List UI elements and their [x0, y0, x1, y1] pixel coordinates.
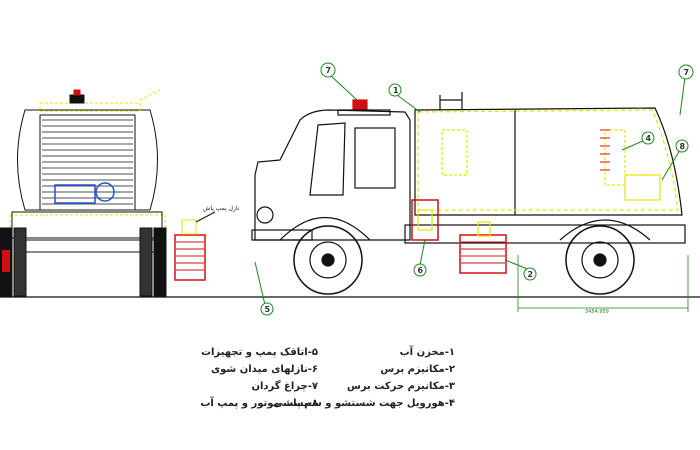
cab-outline	[254, 109, 411, 241]
brush-stripes	[461, 241, 505, 264]
rear-tank-outline	[17, 109, 158, 211]
pump-house	[411, 199, 439, 241]
rear-nozzle-stripes	[176, 241, 204, 271]
callout-label: 7	[684, 68, 690, 77]
callout-8	[675, 139, 689, 153]
rear-top-beacon	[73, 89, 81, 96]
rear-wheel-left	[0, 227, 27, 297]
tank-outline	[414, 107, 683, 216]
callouts	[254, 62, 694, 316]
pump-house-inner	[417, 209, 433, 231]
side-view	[251, 92, 689, 312]
callout-6	[413, 263, 427, 277]
tank-ladder	[600, 129, 610, 171]
tank-railing	[439, 92, 463, 110]
cab-headlight	[256, 206, 274, 224]
tank-hatch-1	[441, 129, 468, 176]
callout-2	[523, 267, 537, 281]
brush-arm	[477, 221, 491, 237]
chassis-frame	[404, 224, 686, 244]
callout-label: 5	[265, 305, 271, 314]
rear-wheel-right	[139, 227, 167, 297]
rear-grille	[39, 114, 136, 211]
callout-5	[260, 302, 274, 316]
rear-tank-top	[39, 102, 141, 112]
cab-beacon	[352, 99, 368, 111]
cab-windshield	[309, 122, 346, 196]
rear-leader	[195, 211, 216, 223]
rear-pump-wheel-icon	[95, 182, 115, 202]
rear-pump-icon	[54, 184, 96, 204]
cab-bumper	[251, 229, 313, 241]
rear-top-fitting	[69, 94, 85, 104]
dimension-label: 3454.959	[585, 309, 609, 315]
rear-axle	[19, 239, 156, 253]
rear-view	[0, 89, 216, 297]
rear-grille-lines	[42, 119, 133, 205]
rear-nozzle-mount	[181, 219, 197, 235]
callout-7b	[678, 64, 694, 80]
rear-fender	[559, 219, 651, 241]
brush-mechanism	[459, 234, 507, 274]
rear-yellow-frame	[9, 89, 166, 230]
callout-7a	[320, 62, 336, 78]
callout-label: 4	[646, 134, 652, 143]
front-wheel	[293, 225, 363, 295]
tank-pump-box	[624, 174, 661, 201]
callout-label: 8	[680, 142, 686, 151]
rear-wheel	[565, 225, 635, 295]
tank-hatch-2	[604, 129, 626, 186]
cab-roof	[337, 109, 391, 116]
tank-yellow-outline	[417, 109, 679, 211]
front-fender	[279, 217, 371, 241]
callout-label: 2	[528, 270, 534, 279]
callout-labels: 7 1 4 8 7 6 5 2	[265, 66, 690, 314]
callout-1	[388, 83, 402, 97]
callout-label: 1	[393, 86, 399, 95]
cab-side-window	[354, 127, 396, 189]
rear-view-tag: نازل پمپ پاش	[203, 205, 240, 212]
dimension-line	[517, 255, 689, 312]
callout-4	[641, 131, 655, 145]
callout-label: 7	[326, 66, 332, 75]
callout-label: 6	[418, 266, 424, 275]
rear-chassis	[11, 211, 163, 239]
rear-nozzle-box	[174, 234, 206, 281]
